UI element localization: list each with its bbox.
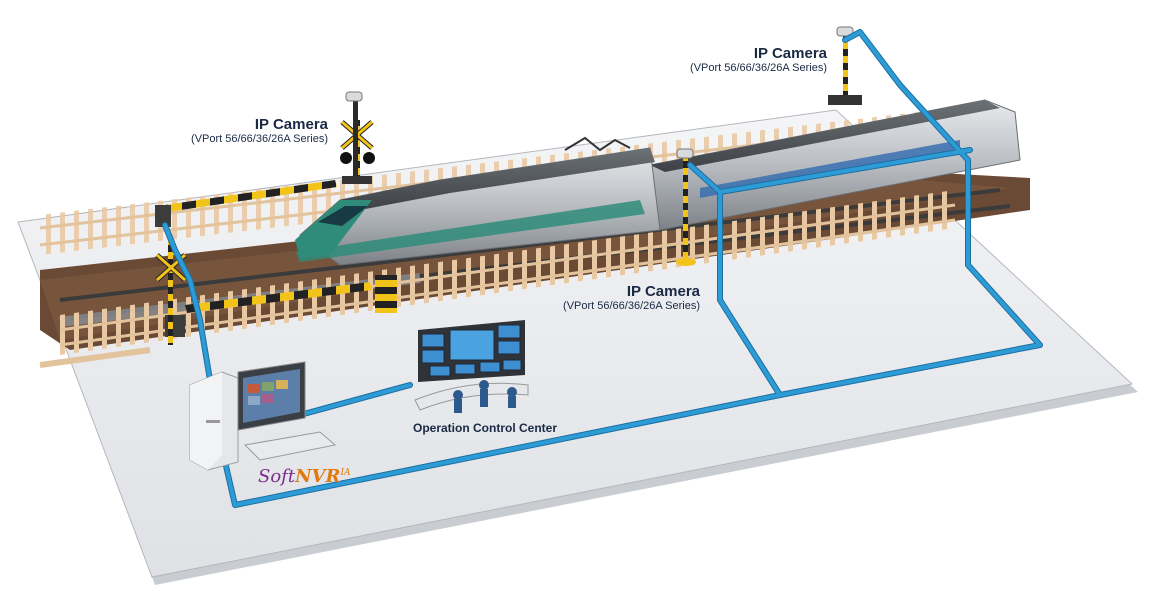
operation-control-center-label: Operation Control Center: [413, 421, 558, 435]
operation-control-center: [414, 320, 529, 413]
camera-pole-rear: [828, 26, 862, 105]
camera-label-front: IP Camera (VPort 56/66/36/26A Series): [550, 284, 700, 313]
softnvr-brand: NVR: [295, 466, 341, 487]
camera-model: (VPort 56/66/36/26A Series): [690, 62, 827, 74]
camera-pole-front: [676, 148, 696, 266]
network-cables: [162, 29, 1043, 508]
softnvr-suffix: IA: [340, 468, 351, 478]
softnvr-logo: SoftNVRIA: [258, 466, 351, 487]
camera-title: IP Camera: [254, 116, 328, 133]
camera-label-crossing: IP Camera (VPort 56/66/36/26A Series): [178, 117, 328, 146]
camera-label-rear: IP Camera (VPort 56/66/36/26A Series): [677, 46, 827, 75]
camera-pole-crossing: [342, 91, 372, 184]
camera-title: IP Camera: [626, 283, 700, 300]
camera-model: (VPort 56/66/36/26A Series): [563, 300, 700, 312]
nvr-workstation: [189, 361, 337, 471]
train: [295, 99, 1021, 266]
softnvr-prefix: Soft: [258, 466, 296, 487]
camera-model: (VPort 56/66/36/26A Series): [191, 133, 328, 145]
camera-title: IP Camera: [753, 45, 827, 62]
